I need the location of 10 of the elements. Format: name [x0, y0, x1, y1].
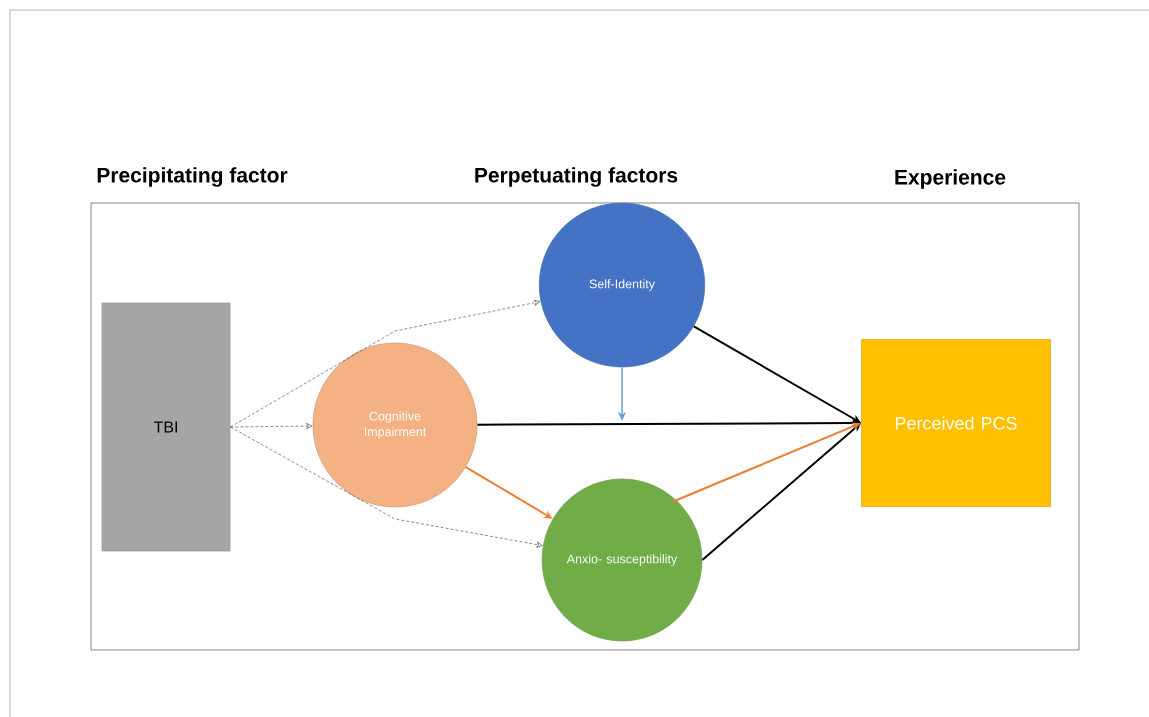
- result-box: Perceived PCS: [861, 339, 1051, 507]
- heading: Experience: [895, 169, 1006, 189]
- circle-node: Anxio- susceptibility: [541, 478, 703, 642]
- process-box: TBI: [101, 302, 231, 552]
- heading: Precipitating factor: [97, 167, 288, 187]
- arrow: [230, 423, 313, 430]
- arrow: [230, 426, 543, 548]
- circle-node: Cognitive Impairment: [312, 342, 478, 508]
- arrow: [230, 299, 541, 428]
- circle-node: Self-Identity: [538, 202, 706, 368]
